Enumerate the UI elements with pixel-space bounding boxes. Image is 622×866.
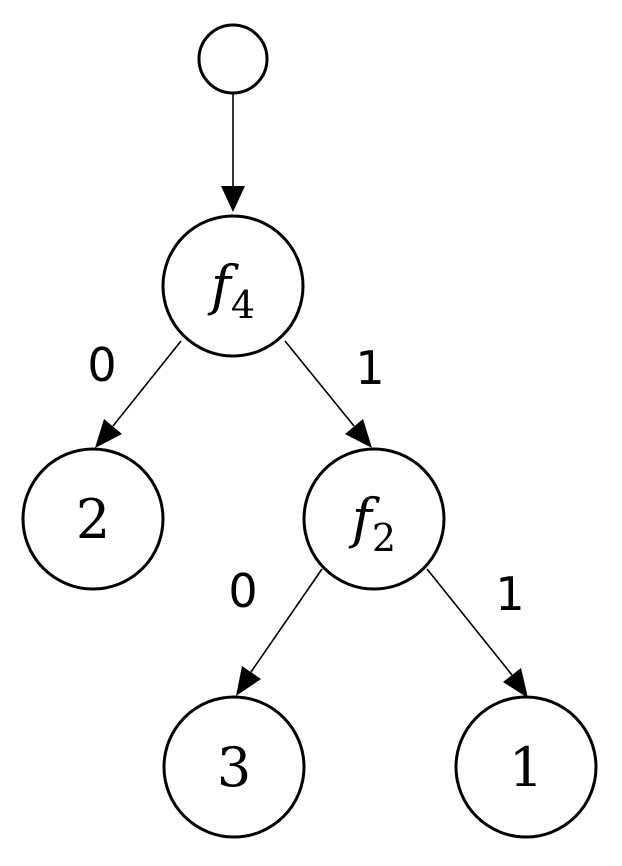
node-1-label: 1	[509, 736, 543, 799]
arrow-f2-to-1	[503, 668, 528, 698]
edge-label-f4-to-2: 0	[87, 338, 116, 392]
edge-f4-to-2	[112, 340, 182, 427]
edge-labels: 0 1 0 1	[87, 338, 524, 621]
edge-label-f2-to-3: 0	[228, 564, 257, 618]
arrow-f4-to-f2	[345, 419, 372, 448]
nodes: f4 2 f2 3 1	[21, 23, 598, 839]
node-3: 3	[162, 695, 306, 839]
edge-f2-to-3	[250, 568, 323, 673]
node-3-label: 3	[217, 736, 251, 799]
arrow-f2-to-3	[236, 666, 261, 696]
edge-label-f4-to-f2: 1	[355, 341, 384, 395]
edges	[95, 93, 528, 698]
node-2: 2	[21, 447, 165, 591]
edge-f2-to-1	[426, 568, 513, 676]
node-1: 1	[454, 695, 598, 839]
arrow-root-to-f4	[221, 186, 245, 212]
node-2-label: 2	[76, 488, 110, 551]
arrow-f4-to-2	[95, 419, 122, 448]
node-f4: f4	[161, 214, 305, 358]
edge-f4-to-f2	[284, 340, 355, 427]
edge-label-f2-to-1: 1	[495, 567, 524, 621]
node-root	[197, 23, 269, 95]
node-f2: f2	[302, 447, 446, 591]
